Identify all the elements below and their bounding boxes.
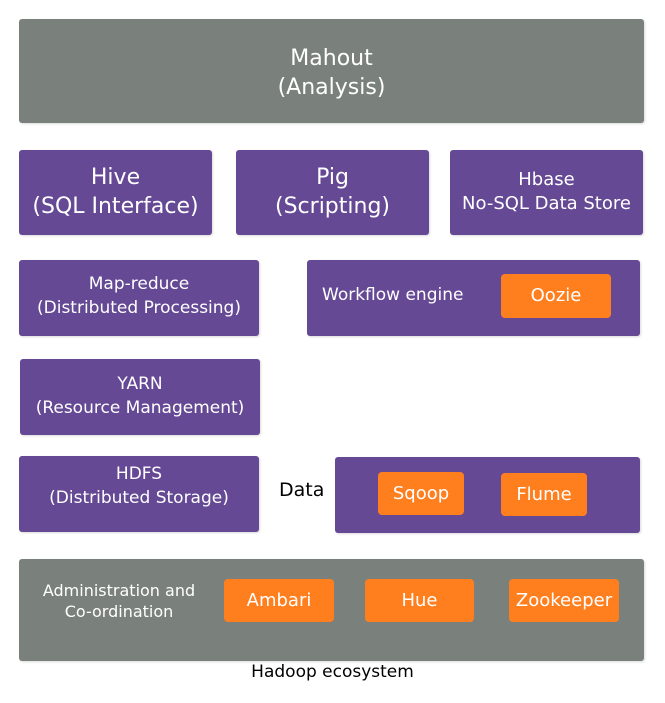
hive-title: Hive xyxy=(90,165,141,190)
mapreduce-title: Map-reduce xyxy=(88,274,190,294)
pig-box: Pig (Scripting) xyxy=(236,150,429,235)
hdfs-subtitle: (Distributed Storage) xyxy=(49,488,229,508)
mahout-box: Mahout (Analysis) xyxy=(19,19,644,123)
hive-subtitle: (SQL Interface) xyxy=(32,194,199,219)
workflow-label: Workflow engine xyxy=(322,285,464,305)
hdfs-label: HDFS (Distributed Storage) xyxy=(19,462,259,510)
hbase-label: Hbase No-SQL Data Store xyxy=(450,168,643,216)
oozie-box: Oozie xyxy=(501,274,611,318)
sqoop-box: Sqoop xyxy=(378,472,464,515)
pig-subtitle: (Scripting) xyxy=(275,194,390,219)
admin-box: Administration and Co-ordination Ambari … xyxy=(19,559,644,661)
data-label: Data xyxy=(279,479,325,501)
admin-title: Administration and xyxy=(42,581,196,600)
hbase-box: Hbase No-SQL Data Store xyxy=(450,150,643,235)
yarn-label: YARN (Resource Management) xyxy=(20,372,260,420)
admin-label: Administration and Co-ordination xyxy=(19,580,219,622)
flume-label: Flume xyxy=(516,483,572,505)
yarn-box: YARN (Resource Management) xyxy=(20,359,260,435)
ambari-box: Ambari xyxy=(224,579,334,622)
hue-box: Hue xyxy=(365,579,474,622)
hdfs-title: HDFS xyxy=(115,464,163,484)
hbase-subtitle: No-SQL Data Store xyxy=(462,193,631,214)
ambari-label: Ambari xyxy=(246,589,312,611)
mapreduce-label: Map-reduce (Distributed Processing) xyxy=(19,272,259,320)
zookeeper-box: Zookeeper xyxy=(509,579,619,622)
data-ingestion-box: Sqoop Flume xyxy=(335,457,640,533)
mapreduce-box: Map-reduce (Distributed Processing) xyxy=(19,260,259,336)
yarn-title: YARN xyxy=(117,374,163,394)
pig-label: Pig (Scripting) xyxy=(236,163,429,221)
flume-box: Flume xyxy=(501,473,587,516)
admin-subtitle: Co-ordination xyxy=(64,602,174,621)
yarn-subtitle: (Resource Management) xyxy=(35,398,245,418)
workflow-box: Workflow engine Oozie xyxy=(307,260,640,336)
mahout-subtitle: (Analysis) xyxy=(277,75,386,100)
mahout-label: Mahout (Analysis) xyxy=(19,44,644,102)
diagram-caption: Hadoop ecosystem xyxy=(251,662,414,682)
mapreduce-subtitle: (Distributed Processing) xyxy=(37,298,241,318)
pig-title: Pig xyxy=(316,165,349,190)
hive-label: Hive (SQL Interface) xyxy=(19,163,212,221)
hbase-title: Hbase xyxy=(518,169,575,190)
mahout-title: Mahout xyxy=(290,46,373,71)
hdfs-box: HDFS (Distributed Storage) xyxy=(19,456,259,532)
hue-label: Hue xyxy=(401,589,438,611)
hive-box: Hive (SQL Interface) xyxy=(19,150,212,235)
sqoop-label: Sqoop xyxy=(392,482,450,504)
oozie-label: Oozie xyxy=(530,285,582,306)
zookeeper-label: Zookeeper xyxy=(515,589,613,611)
